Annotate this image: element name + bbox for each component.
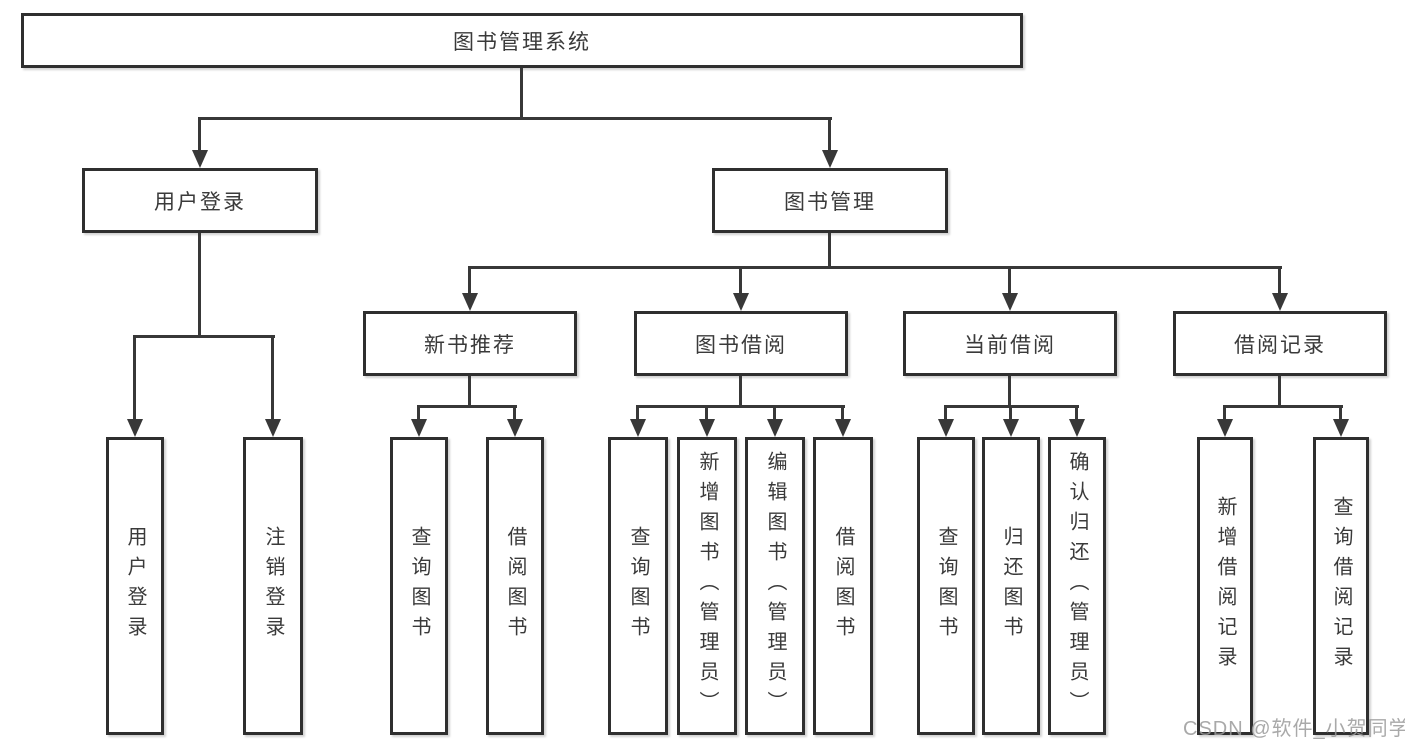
connector-line: [417, 405, 420, 421]
connector-line: [773, 405, 776, 421]
connector-line: [828, 233, 831, 269]
arrow-down-icon: [411, 419, 427, 437]
leaf-cb-query-book: 查询图书: [917, 437, 975, 735]
connector-line: [828, 117, 831, 152]
connector-line: [133, 335, 275, 338]
connector-line: [417, 405, 517, 408]
leaf-cb-confirm-return-admin: 确认归还（管理员）: [1048, 437, 1106, 735]
arrow-down-icon: [1272, 293, 1288, 311]
arrow-down-icon: [1002, 293, 1018, 311]
leaf-bb-edit-book-admin: 编辑图书（管理员）: [745, 437, 805, 735]
connector-line: [1009, 405, 1012, 421]
connector-line: [198, 117, 832, 120]
csdn-watermark: CSDN @软件_小贺同学: [1183, 718, 1405, 740]
connector-line: [636, 405, 639, 421]
connector-line: [1278, 266, 1281, 295]
connector-line: [468, 376, 471, 408]
connector-line: [520, 68, 523, 119]
connector-line: [841, 405, 844, 421]
node-user-login: 用户登录: [82, 168, 318, 233]
arrow-down-icon: [265, 419, 281, 437]
connector-line: [1008, 266, 1011, 295]
arrow-down-icon: [630, 419, 646, 437]
connector-line: [1223, 405, 1226, 421]
connector-line: [1075, 405, 1078, 421]
leaf-bb-add-book-admin: 新增图书（管理员）: [677, 437, 737, 735]
connector-line: [636, 405, 845, 408]
arrow-down-icon: [1333, 419, 1349, 437]
connector-line: [513, 405, 516, 421]
arrow-down-icon: [192, 150, 208, 168]
arrow-down-icon: [1217, 419, 1233, 437]
node-book-borrow: 图书借阅: [634, 311, 848, 376]
arrow-down-icon: [767, 419, 783, 437]
arrow-down-icon: [822, 150, 838, 168]
arrow-down-icon: [835, 419, 851, 437]
node-new-book-recommend: 新书推荐: [363, 311, 577, 376]
arrow-down-icon: [699, 419, 715, 437]
connector-line: [1008, 376, 1011, 408]
arrow-down-icon: [733, 293, 749, 311]
connector-line: [198, 117, 201, 152]
arrow-down-icon: [462, 293, 478, 311]
node-current-borrow: 当前借阅: [903, 311, 1117, 376]
leaf-cb-return-book: 归还图书: [982, 437, 1040, 735]
connector-line: [739, 376, 742, 408]
node-root-system: 图书管理系统: [21, 13, 1023, 68]
connector-line: [198, 233, 201, 338]
connector-line: [1339, 405, 1342, 421]
leaf-nb-borrow-book: 借阅图书: [486, 437, 544, 735]
arrow-down-icon: [938, 419, 954, 437]
connector-line: [739, 266, 742, 295]
node-borrow-record: 借阅记录: [1173, 311, 1387, 376]
leaf-nb-query-book: 查询图书: [390, 437, 448, 735]
leaf-bb-borrow-book: 借阅图书: [813, 437, 873, 735]
leaf-br-query-record: 查询借阅记录: [1313, 437, 1369, 735]
leaf-bb-query-book: 查询图书: [608, 437, 668, 735]
leaf-br-add-record: 新增借阅记录: [1197, 437, 1253, 735]
connector-line: [133, 335, 136, 421]
leaf-user-login: 用户登录: [106, 437, 164, 735]
connector-line: [944, 405, 947, 421]
connector-line: [468, 266, 1282, 269]
arrow-down-icon: [507, 419, 523, 437]
arrow-down-icon: [127, 419, 143, 437]
node-book-management: 图书管理: [712, 168, 948, 233]
arrow-down-icon: [1069, 419, 1085, 437]
connector-line: [271, 335, 274, 421]
leaf-logout: 注销登录: [243, 437, 303, 735]
connector-line: [1223, 405, 1343, 408]
connector-line: [1278, 376, 1281, 408]
connector-line: [705, 405, 708, 421]
connector-line: [468, 266, 471, 295]
arrow-down-icon: [1003, 419, 1019, 437]
